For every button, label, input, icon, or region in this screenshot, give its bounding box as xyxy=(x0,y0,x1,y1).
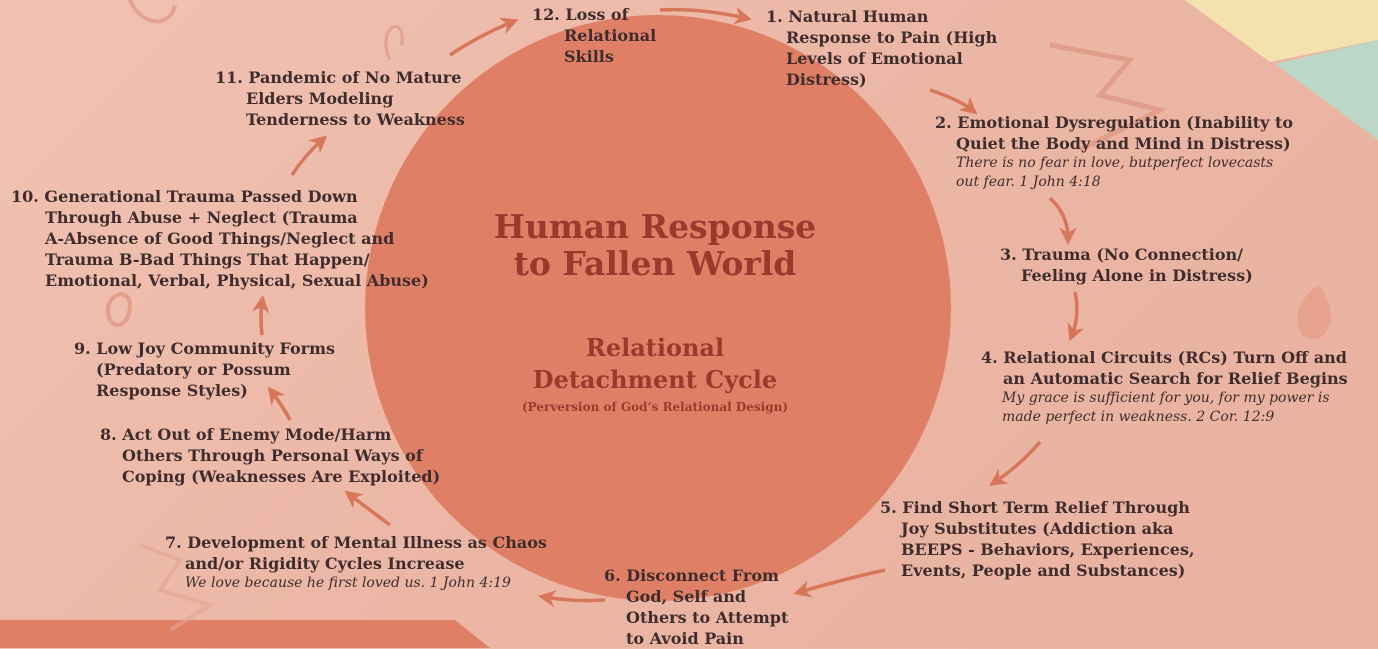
step-7: 7. Development of Mental Illness as Chao… xyxy=(165,532,547,593)
step-text: Emotional, Verbal, Physical, Sexual Abus… xyxy=(45,271,429,290)
lightning-doodle xyxy=(139,543,215,632)
arrow-2-to-3 xyxy=(1048,196,1077,245)
step-2: 2. Emotional Dysregulation (Inability to… xyxy=(935,112,1293,192)
step-number: 6. xyxy=(604,566,621,585)
step-text: Skills xyxy=(564,47,614,66)
step-text: Relational xyxy=(564,26,657,45)
step-6: 6. Disconnect From God, Self and Others … xyxy=(604,565,788,649)
step-number: 1. xyxy=(766,7,783,26)
step-9: 9. Low Joy Community Forms (Predatory or… xyxy=(74,338,335,401)
title-line-1: Human Response xyxy=(493,207,817,246)
corner-tile-green xyxy=(1275,40,1378,140)
step-verse: There is no fear in love, butperfect lov… xyxy=(956,155,1274,171)
step-1: 1. Natural Human Response to Pain (High … xyxy=(766,6,997,90)
step-text: Emotional Dysregulation (Inability to xyxy=(957,113,1294,132)
diagram-title: Human Response to Fallen World xyxy=(455,208,855,282)
step-10: 10. Generational Trauma Passed Down Thro… xyxy=(11,186,429,291)
bottom-banner xyxy=(0,620,490,648)
step-text: Act Out of Enemy Mode/Harm xyxy=(122,425,392,444)
step-text: Response to Pain (High xyxy=(786,28,998,47)
step-verse: out fear. 1 John 4:18 xyxy=(956,174,1101,190)
step-text: Generational Trauma Passed Down xyxy=(44,187,358,206)
step-text: Trauma (No Connection/ xyxy=(1022,245,1243,264)
drop-doodle xyxy=(384,24,404,61)
step-text: Relational Circuits (RCs) Turn Off and xyxy=(1003,348,1347,367)
step-text: Natural Human xyxy=(788,7,929,26)
step-verse: My grace is sufficient for you, for my p… xyxy=(1002,390,1330,406)
arrow-9-to-10 xyxy=(252,295,270,336)
step-number: 7. xyxy=(165,533,182,552)
diagram-subtitle: Relational Detachment Cycle xyxy=(455,332,855,396)
title-line-2: to Fallen World xyxy=(513,244,797,283)
step-number: 4. xyxy=(981,348,998,367)
step-text: Events, People and Substances) xyxy=(901,561,1186,580)
subtitle-line-2: Detachment Cycle xyxy=(532,365,778,394)
step-3: 3. Trauma (No Connection/ Feeling Alone … xyxy=(1000,244,1253,286)
step-text: Elders Modeling xyxy=(246,89,394,108)
corner-tile-yellow xyxy=(1185,0,1378,62)
step-number: 9. xyxy=(74,339,91,358)
arrow-7-to-8 xyxy=(344,490,392,527)
arrow-5-to-6 xyxy=(793,568,886,598)
step-text: Low Joy Community Forms xyxy=(96,339,336,358)
step-number: 10. xyxy=(11,187,39,206)
step-text: Levels of Emotional xyxy=(786,49,963,68)
step-verse: We love because he first loved us. 1 Joh… xyxy=(185,575,511,591)
arrow-12-to-1 xyxy=(659,7,752,25)
step-text: Feeling Alone in Distress) xyxy=(1021,266,1253,285)
lightning-doodle xyxy=(1049,42,1168,153)
step-12: 12. Loss of Relational Skills xyxy=(532,4,656,67)
step-text: and/or Rigidity Cycles Increase xyxy=(185,554,465,573)
arrow-4-to-5 xyxy=(989,440,1042,486)
step-text: Joy Substitutes (Addiction aka xyxy=(901,519,1174,538)
step-text: Others to Attempt xyxy=(626,608,789,627)
step-text: A-Absence of Good Things/Neglect and xyxy=(45,229,395,248)
step-text: an Automatic Search for Relief Begins xyxy=(1003,369,1348,388)
step-text: God, Self and xyxy=(626,587,747,606)
step-text: Coping (Weaknesses Are Exploited) xyxy=(122,467,441,486)
step-number: 3. xyxy=(1000,245,1017,264)
step-5: 5. Find Short Term Relief Through Joy Su… xyxy=(880,497,1195,581)
arrow-1-to-2 xyxy=(929,88,978,115)
step-text: Tenderness to Weakness xyxy=(246,110,465,129)
subtitle-note: (Perversion of God’s Relational Design) xyxy=(521,400,788,414)
step-text: Find Short Term Relief Through xyxy=(902,498,1190,517)
step-text: Development of Mental Illness as Chaos xyxy=(187,533,547,552)
step-text: to Avoid Pain xyxy=(626,629,744,648)
step-text: Others Through Personal Ways of xyxy=(122,446,423,465)
step-text: Loss of xyxy=(565,5,629,24)
step-text: Disconnect From xyxy=(626,566,779,585)
step-verse: made perfect in weakness. 2 Cor. 12:9 xyxy=(1002,409,1275,425)
arrow-6-to-7 xyxy=(538,590,606,608)
arrow-8-to-9 xyxy=(267,386,292,421)
arrow-10-to-11 xyxy=(290,135,328,176)
drop-doodle xyxy=(1297,285,1332,340)
step-11: 11. Pandemic of No Mature Elders Modelin… xyxy=(215,67,465,130)
step-text: BEEPS - Behaviors, Experiences, xyxy=(901,540,1195,559)
drop-doodle xyxy=(128,0,177,24)
arrow-11-to-12 xyxy=(449,17,519,57)
step-number: 2. xyxy=(935,113,952,132)
step-text: Response Styles) xyxy=(96,381,248,400)
step-4: 4. Relational Circuits (RCs) Turn Off an… xyxy=(981,347,1348,427)
arrow-3-to-4 xyxy=(1067,291,1085,342)
step-text: Pandemic of No Mature xyxy=(248,68,462,87)
step-text: Distress) xyxy=(786,70,867,89)
step-number: 8. xyxy=(100,425,117,444)
step-8: 8. Act Out of Enemy Mode/Harm Others Thr… xyxy=(100,424,440,487)
drop-doodle xyxy=(106,292,133,327)
subtitle-line-1: Relational xyxy=(585,333,725,362)
cycle-circle xyxy=(365,15,951,601)
step-number: 12. xyxy=(532,5,560,24)
step-number: 5. xyxy=(880,498,897,517)
step-text: Quiet the Body and Mind in Distress) xyxy=(956,134,1291,153)
step-number: 11. xyxy=(215,68,243,87)
step-text: Trauma B-Bad Things That Happen/ xyxy=(45,250,370,269)
step-text: (Predatory or Possum xyxy=(96,360,291,379)
step-text: Through Abuse + Neglect (Trauma xyxy=(45,208,358,227)
